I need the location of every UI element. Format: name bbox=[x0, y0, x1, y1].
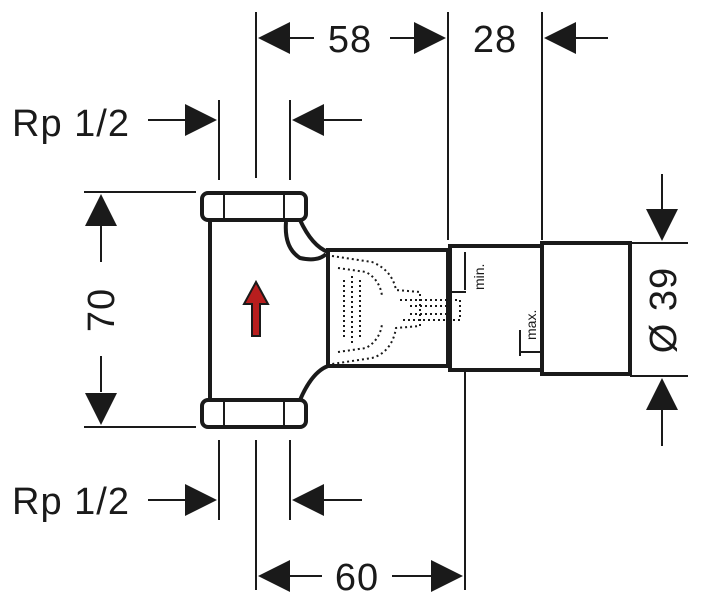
arrowhead-icon bbox=[85, 194, 117, 226]
arrowhead-icon bbox=[292, 484, 324, 516]
hidden-cartridge bbox=[331, 255, 466, 365]
max-label: max. bbox=[523, 310, 539, 340]
arrowhead-icon bbox=[292, 104, 324, 136]
dimension-label-60: 60 bbox=[335, 557, 379, 599]
arrowhead-icon bbox=[258, 22, 290, 54]
min-label: min. bbox=[471, 264, 487, 290]
dimension-60: 60 bbox=[258, 557, 463, 599]
arrowhead-icon bbox=[185, 484, 217, 516]
dimension-label-70: 70 bbox=[81, 288, 123, 332]
thread-dimension-top: Rp 1/2 bbox=[12, 103, 362, 145]
thread-dimension-bottom: Rp 1/2 bbox=[12, 481, 362, 523]
arrowhead-icon bbox=[646, 209, 678, 241]
arrowhead-icon bbox=[85, 393, 117, 425]
arrowhead-icon bbox=[414, 22, 446, 54]
valve-body bbox=[200, 191, 632, 429]
dimension-58: 58 bbox=[258, 19, 446, 61]
dimension-label-diameter: Ø 39 bbox=[643, 267, 685, 353]
arrowhead-icon bbox=[185, 104, 217, 136]
dimension-28: 28 bbox=[473, 19, 608, 61]
min-max-markers: min. max. bbox=[464, 252, 540, 356]
dimension-label-58: 58 bbox=[328, 19, 372, 61]
arrowhead-icon bbox=[544, 22, 576, 54]
arrowhead-icon bbox=[258, 560, 290, 592]
arrowhead-icon bbox=[646, 378, 678, 410]
flow-direction-arrow-icon bbox=[242, 279, 270, 337]
dimension-label-28: 28 bbox=[473, 19, 517, 61]
arrowhead-icon bbox=[431, 560, 463, 592]
extension-lines bbox=[84, 12, 688, 590]
dimension-70: 70 bbox=[81, 194, 123, 425]
thread-label-top: Rp 1/2 bbox=[12, 103, 130, 145]
dimension-diameter-39: Ø 39 bbox=[643, 174, 685, 446]
thread-label-bottom: Rp 1/2 bbox=[12, 481, 130, 523]
